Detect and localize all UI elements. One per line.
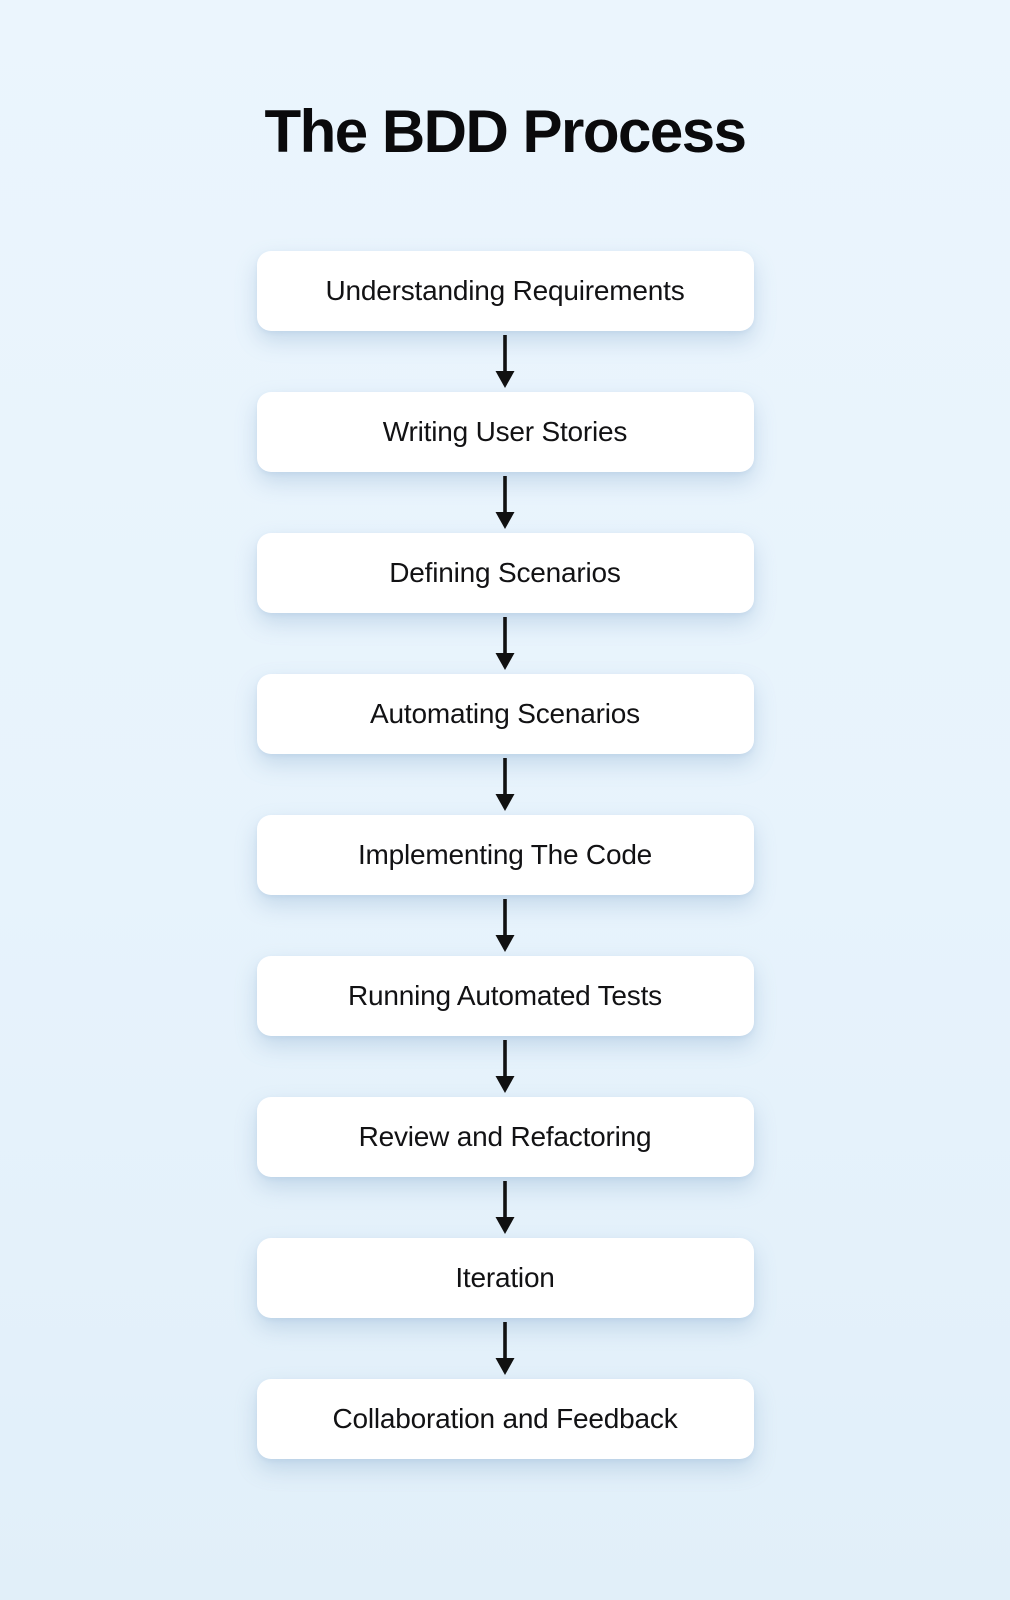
down-arrow-icon — [492, 895, 518, 956]
flow-step-label: Writing User Stories — [382, 416, 628, 447]
down-arrow-icon — [492, 1036, 518, 1097]
flow-step-automating-scenarios: Automating Scenarios — [256, 674, 754, 754]
flow-step-label: Automating Scenarios — [370, 698, 640, 729]
flow-step-collaboration-and-feedback: Collaboration and Feedback — [256, 1379, 754, 1459]
flow-step-review-and-refactoring: Review and Refactoring — [256, 1097, 754, 1177]
down-arrow-icon — [492, 613, 518, 674]
flow-step-label: Implementing The Code — [357, 839, 653, 870]
down-arrow-icon — [492, 331, 518, 392]
flow-step-label: Understanding Requirements — [325, 275, 685, 306]
page-title: The BDD Process — [264, 98, 748, 165]
flow-step-label: Defining Scenarios — [389, 557, 621, 588]
down-arrow-icon — [492, 754, 518, 815]
down-arrow-icon — [492, 1318, 518, 1379]
down-arrow-icon — [492, 472, 518, 533]
flow-step-running-automated-tests: Running Automated Tests — [256, 956, 754, 1036]
flow-step-defining-scenarios: Defining Scenarios — [256, 533, 754, 613]
flow-step-iteration: Iteration — [256, 1238, 754, 1318]
flow-step-implementing-the-code: Implementing The Code — [256, 815, 754, 895]
flow-step-label: Iteration — [455, 1262, 555, 1293]
down-arrow-icon — [492, 1177, 518, 1238]
flow-step-writing-user-stories: Writing User Stories — [256, 392, 754, 472]
flowchart: Understanding Requirements Writing User … — [256, 251, 754, 1459]
flow-step-label: Collaboration and Feedback — [332, 1403, 678, 1434]
flow-step-understanding-requirements: Understanding Requirements — [256, 251, 754, 331]
flow-step-label: Running Automated Tests — [348, 980, 662, 1011]
flow-step-label: Review and Refactoring — [358, 1121, 652, 1152]
